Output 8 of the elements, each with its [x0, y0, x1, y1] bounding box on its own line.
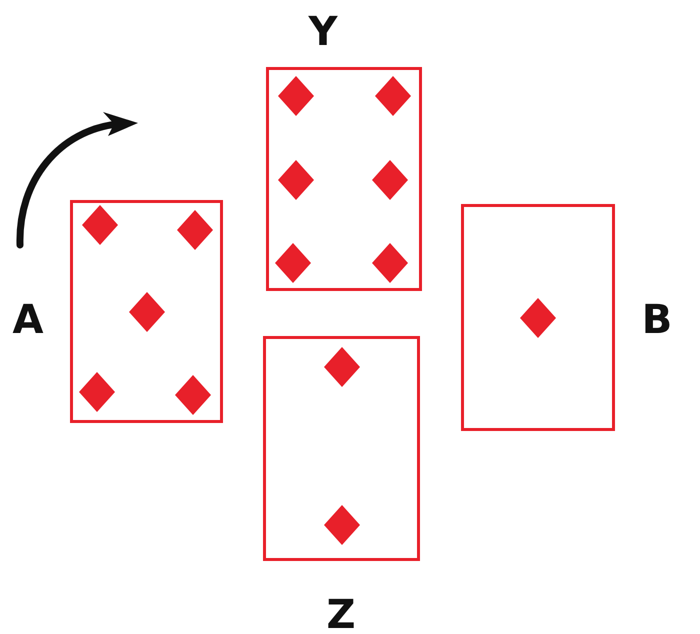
card-letter: B [640, 300, 674, 340]
playing-card [266, 67, 422, 291]
playing-card [263, 336, 420, 561]
card-letter: Z [325, 595, 356, 634]
playing-card [70, 200, 223, 423]
playing-card [461, 204, 615, 431]
card-letter: Y [307, 12, 339, 52]
card-letter: A [12, 300, 44, 340]
